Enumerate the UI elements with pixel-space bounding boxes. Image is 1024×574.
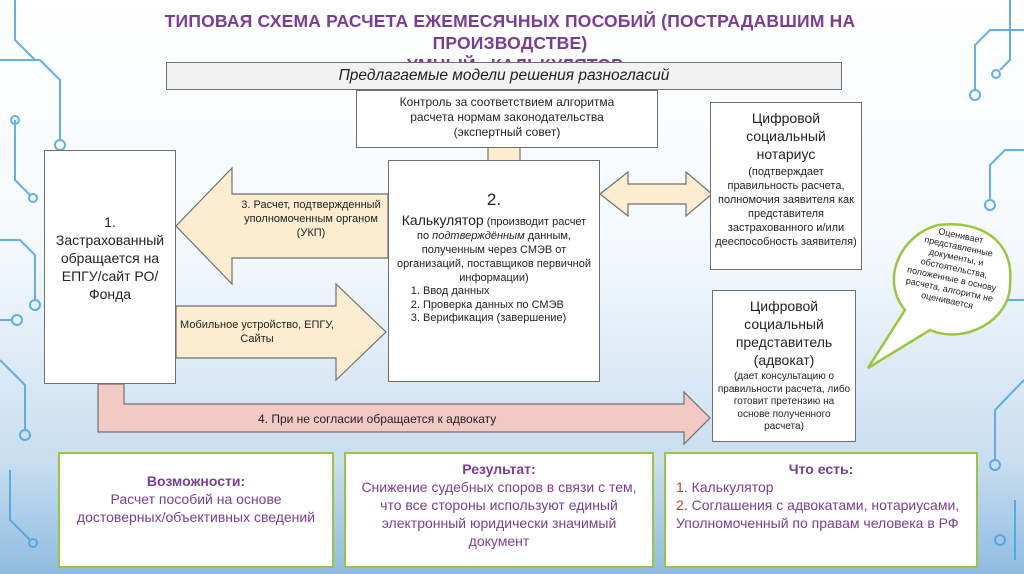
right-arrow-mobile [175, 282, 387, 382]
bottom-arrow-step4 [97, 383, 711, 446]
existing-item-1-num: 1. [676, 479, 688, 495]
insured-text: Застрахованный обращается на ЕПГУ/сайт Р… [55, 232, 165, 302]
lawyer-box: Цифровой социальный представитель (адвок… [712, 290, 856, 442]
existing-item-2-num: 2. [676, 497, 688, 513]
control-line-2: расчета нормам законодательства [410, 110, 604, 124]
existing-title: Что есть: [788, 461, 854, 477]
result-box: Результат: Снижение судебных споров в св… [344, 452, 654, 568]
existing-box: Что есть: 1. Калькулятор 2. Соглашения с… [664, 452, 978, 568]
control-line-1: Контроль за соответствием алгоритма [399, 95, 615, 109]
calculator-box: 2. Калькулятор (производит расчет по под… [388, 160, 600, 382]
notary-heading: Цифровой социальный нотариус [746, 110, 826, 162]
calculator-desc-pre: (производит расчет по [417, 216, 587, 242]
existing-item-1: 1. Калькулятор [676, 478, 966, 496]
calculator-desc-post: данным, полученным через СМЭВ от организ… [396, 230, 592, 284]
opportunities-text: Расчет пособий на основе достоверных/объ… [76, 491, 316, 525]
result-title: Результат: [462, 461, 536, 477]
subtitle-text: Предлагаемые модели решения разногласий [338, 67, 670, 84]
calculator-step-1: Ввод данных [423, 285, 593, 299]
step3-label: 3. Расчет, подтвержденный уполномоченным… [241, 199, 381, 239]
calculator-number: 2. [486, 190, 502, 209]
double-arrow [599, 170, 713, 218]
existing-item-2: 2. Соглашения с адвокатами, нотариусами,… [676, 496, 966, 532]
subtitle-bar: Предлагаемые модели решения разногласий [166, 62, 842, 90]
callout-bubble [866, 223, 1012, 370]
left-arrow-step3 [175, 166, 389, 286]
calculator-step-3: Верификация (завершение) [423, 312, 593, 326]
control-box: Контроль за соответствием алгоритма расч… [356, 90, 658, 148]
mobile-label: Мобильное устройство, ЕПГУ, Сайты [180, 319, 334, 345]
title-line-1: ТИПОВАЯ СХЕМА РАСЧЕТА ЕЖЕМЕСЯЧНЫХ ПОСОБИ… [164, 11, 856, 53]
result-text: Снижение судебных споров в связи с тем, … [361, 479, 637, 549]
calculator-steps: Ввод данных Проверка данных по СМЭВ Вери… [395, 285, 593, 326]
insured-number: 1. [104, 214, 116, 230]
calculator-heading: Калькулятор [401, 212, 484, 228]
calculator-step-2: Проверка данных по СМЭВ [423, 299, 593, 313]
notary-description: (подтверждает правильность расчета, полн… [715, 166, 857, 248]
control-line-3: (экспертный совет) [453, 125, 561, 139]
opportunities-title: Возможности: [146, 473, 246, 489]
calculator-desc-italic: подтверждённым [432, 230, 525, 242]
existing-item-2-text: Соглашения с адвокатами, нотариусами, Уп… [676, 497, 960, 531]
calculator-description: Калькулятор (производит расчет по подтве… [395, 213, 593, 285]
notary-box: Цифровой социальный нотариус (подтвержда… [710, 102, 862, 270]
insured-box: 1. Застрахованный обращается на ЕПГУ/сай… [44, 150, 176, 384]
existing-item-1-text: Калькулятор [687, 479, 774, 495]
opportunities-box: Возможности: Расчет пособий на основе до… [58, 452, 334, 568]
lawyer-heading: Цифровой социальный представитель (адвок… [735, 298, 833, 368]
step4-label: 4. При не согласии обращается к адвокату [258, 412, 497, 426]
lawyer-description: (дает консультацию о правильности расчет… [717, 371, 851, 432]
